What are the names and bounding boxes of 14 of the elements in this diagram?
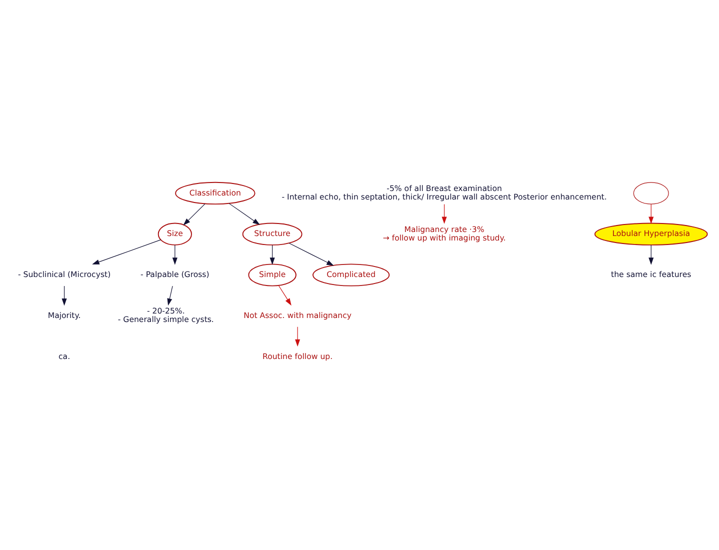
arrow [648, 204, 654, 224]
arrow [278, 285, 292, 306]
arrow [228, 203, 260, 225]
arrow [172, 244, 178, 265]
arrow [270, 244, 275, 265]
arrow [442, 204, 447, 224]
arrow [288, 242, 334, 266]
arrow [183, 204, 206, 226]
node-cloud [633, 182, 669, 204]
arrow [295, 326, 300, 347]
arrow [92, 240, 161, 264]
arrow [62, 286, 67, 306]
arrow [167, 286, 173, 306]
arrow [648, 244, 654, 265]
